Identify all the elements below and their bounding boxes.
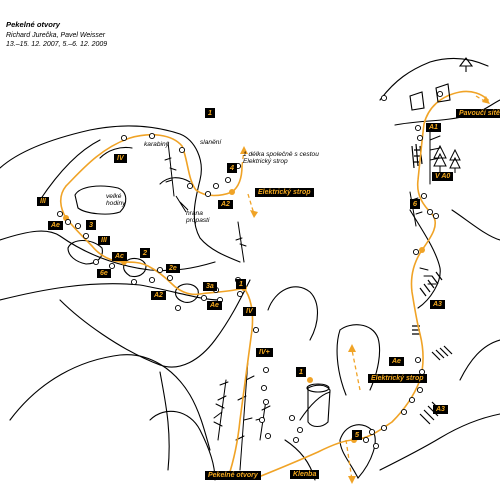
grade-a3-top: A3 [430,300,445,310]
pitch-1-top: 1 [205,108,215,118]
note-slaneni: slanění [200,139,222,146]
note-delka: 1 délka společně s cestou Elektrický str… [243,151,319,166]
grade-a2-top: A2 [218,200,233,210]
grade-iv-plus: IV+ [256,348,273,358]
grade-iv-top: IV [114,154,127,164]
callout-pavouci-site: Pavoučí sítě [456,109,500,119]
topo-title: Pekelné otvory [6,20,61,29]
grade-iii-mid: III [98,236,110,246]
topo-dates: 13.–15. 12. 2007, 5.–6. 12. 2009 [6,41,108,48]
grade-a2-mid: A2 [151,291,166,301]
topo-authors: Richard Jurečka, Pavel Weisser [6,32,106,39]
grade-ae-left: Ae [48,221,63,231]
bivouac-marks [409,57,474,111]
hatched-walls [411,143,453,425]
grade-iii-left: III [37,197,49,207]
pitch-1-bottom: 1 [236,279,246,289]
note-hrana-propasti: hrana propasti [186,210,210,225]
pitch-6: 6 [410,199,420,209]
note-karabiny: karabiny [144,141,169,148]
pitch-2: 2 [140,248,150,258]
callout-elektricky-strop-bottom: Elektrický strop [368,374,427,384]
grade-a3-bottom: A3 [433,405,448,415]
grade-6e: 6e [97,269,111,279]
rock-outlines [0,57,500,481]
route-arrows [240,96,490,484]
callout-elektricky-strop-top: Elektrický strop [255,188,314,198]
grade-ac: Ac [112,252,127,262]
bolt-markers [56,90,444,450]
grade-2e: 2e [166,264,180,274]
note-velke-hodiny: velké hodiny [106,193,126,208]
grade-ae-right: Ae [389,357,404,367]
grade-ae-mid: Ae [207,301,222,311]
callout-pekelne-otvory: Pekelné otvory [205,471,261,481]
pitch-5: 5 [352,430,362,440]
callout-klenba: Klenba [290,470,320,480]
grade-iv-mid: IV [243,307,256,317]
grade-a1: A1 [426,123,441,133]
grade-3a: 3a [203,282,217,292]
pitch-1-detached: 1 [296,367,306,377]
pitch-4: 4 [227,163,237,173]
grade-v-a0: V A0 [432,172,454,182]
pitch-3: 3 [86,220,96,230]
tree-icons [175,144,461,213]
